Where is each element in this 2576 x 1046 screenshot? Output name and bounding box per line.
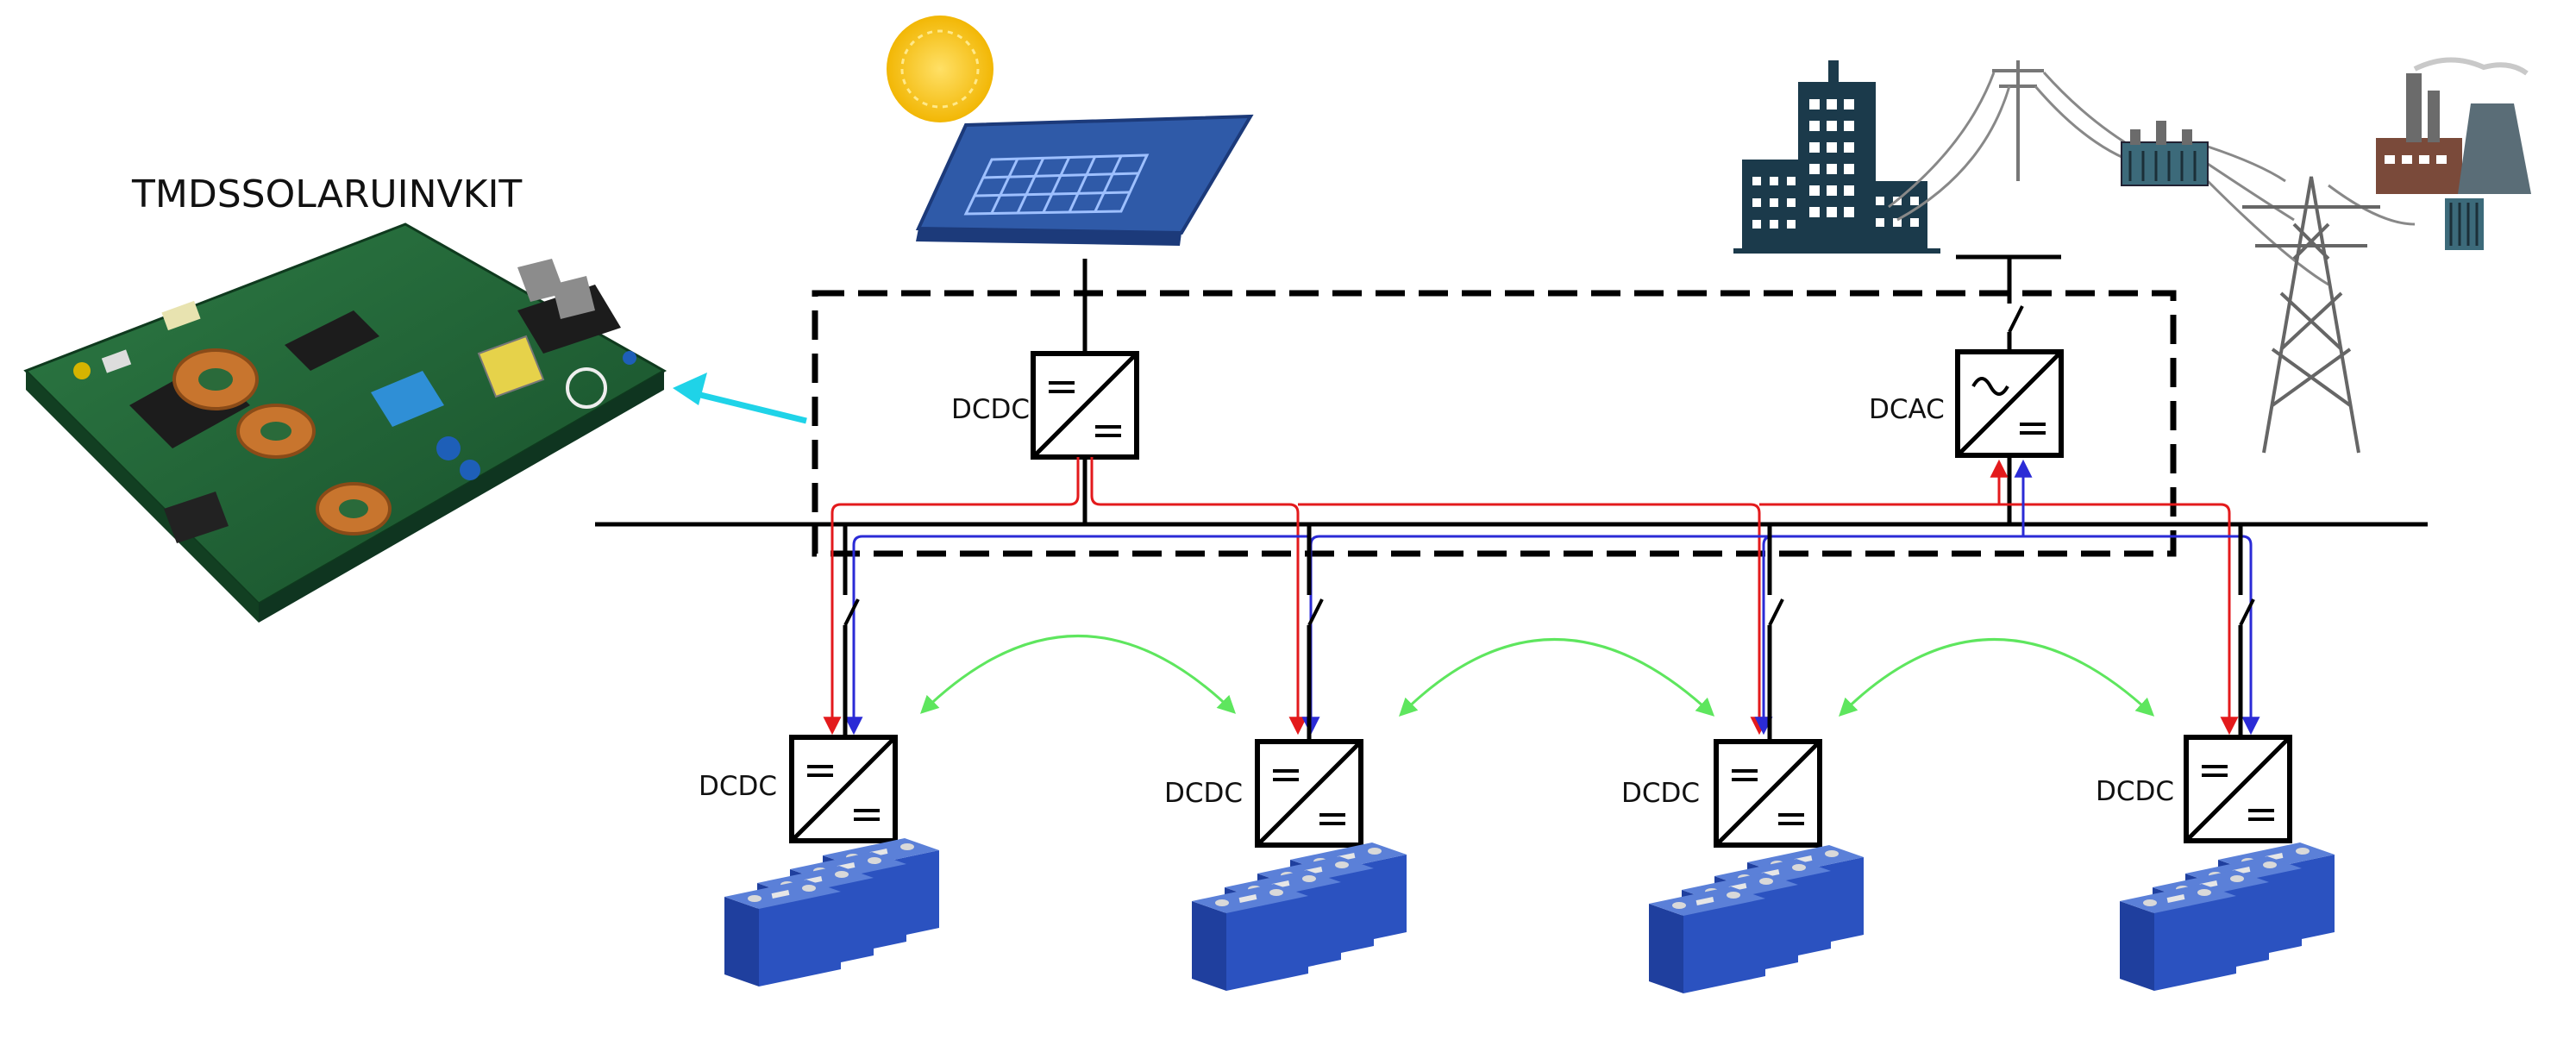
pcb-board-icon	[23, 222, 668, 623]
transformer-icon	[2121, 121, 2209, 186]
battery-pack-icon	[2120, 842, 2335, 991]
positive-signal-lines	[823, 457, 2239, 736]
battery-pack-icon	[724, 838, 939, 986]
power-pole-icon	[1992, 60, 2044, 181]
solar-dcdc-converter	[1031, 351, 1139, 460]
transmission-tower-icon	[2242, 176, 2380, 454]
storage-dcdc-label-1: DCDC	[699, 771, 777, 802]
kit-title: TMDSSOLARUINVKIT	[131, 172, 522, 216]
storage-dcdc-label-4: DCDC	[2096, 776, 2174, 807]
battery-pack-icon	[1649, 845, 1864, 993]
storage-dcdc-converter	[789, 735, 898, 843]
board-pointer-arrow	[673, 373, 807, 424]
storage-dcdc-label-3: DCDC	[1621, 778, 1700, 809]
storage-dcdc-converter	[1255, 739, 1363, 848]
balancing-arrows	[919, 635, 2155, 717]
storage-dcdc-converter	[1714, 739, 1822, 848]
battery-pack-icon	[1192, 842, 1407, 991]
building-icon	[1733, 60, 1940, 254]
grid-dcac-converter	[1955, 349, 2064, 458]
inverter-boundary-box	[812, 290, 2177, 557]
solar-dcdc-label: DCDC	[951, 394, 1030, 425]
power-plant-icon	[2376, 57, 2531, 250]
storage-dcdc-converter	[2184, 735, 2292, 843]
storage-dcdc-label-2: DCDC	[1164, 778, 1243, 809]
grid-dcac-label: DCAC	[1869, 394, 1945, 425]
solar-panel-icon	[915, 114, 1254, 246]
sun-icon	[887, 16, 993, 122]
storage-feeds	[843, 524, 2255, 742]
